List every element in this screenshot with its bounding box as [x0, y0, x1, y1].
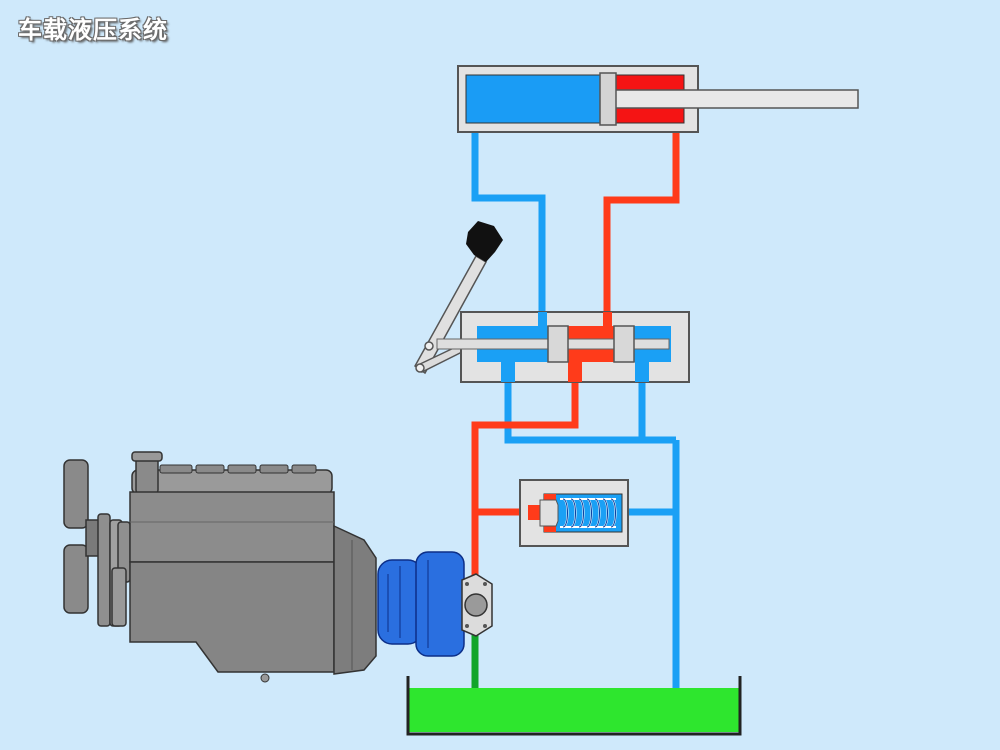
cylinder-cap-chamber: [465, 74, 603, 124]
cylinder-piston: [599, 72, 617, 126]
oil-level: [408, 688, 740, 732]
hydraulic-lines: [471, 120, 680, 725]
engine-bell-housing: [333, 524, 377, 675]
pump-pressure-line: [471, 368, 579, 585]
directional-control-valve: [436, 311, 690, 383]
hydraulic-pump: [377, 551, 493, 657]
valve-spool-land-left: [547, 325, 569, 363]
lever-joint: [415, 363, 425, 373]
piston-rod: [613, 89, 859, 109]
engine-block: [129, 491, 335, 563]
page-title: 车载液压系统: [18, 16, 168, 44]
cylinder-rod-line: [603, 120, 680, 330]
valve-port-right: [635, 360, 649, 382]
engine-valve-cover: [131, 469, 333, 495]
valve-port-center: [568, 360, 582, 382]
lever-pivot: [424, 341, 434, 351]
cylinder-cap-line: [471, 120, 546, 330]
valve-port-cylinder-a: [538, 312, 547, 328]
tank-walls: [406, 676, 742, 736]
pump-port: [464, 593, 488, 617]
engine-fan-blade-top: [63, 459, 89, 529]
hydraulic-cylinder: [457, 65, 859, 133]
engine: [63, 451, 377, 683]
engine-fan-blade-bottom: [63, 544, 89, 614]
engine-crankcase: [129, 561, 335, 673]
valve-spool-land-right: [613, 325, 635, 363]
control-lever[interactable]: [414, 221, 503, 375]
oil-tank: [406, 676, 742, 736]
pump-main-housing: [415, 551, 465, 657]
relief-poppet: [539, 499, 559, 527]
valve-port-cylinder-b: [603, 312, 612, 328]
relief-valve: [519, 479, 629, 547]
lever-knob[interactable]: [466, 221, 503, 262]
valve-left-return-line: [504, 368, 676, 444]
valve-port-left: [501, 360, 515, 382]
engine-pulley: [97, 513, 111, 627]
